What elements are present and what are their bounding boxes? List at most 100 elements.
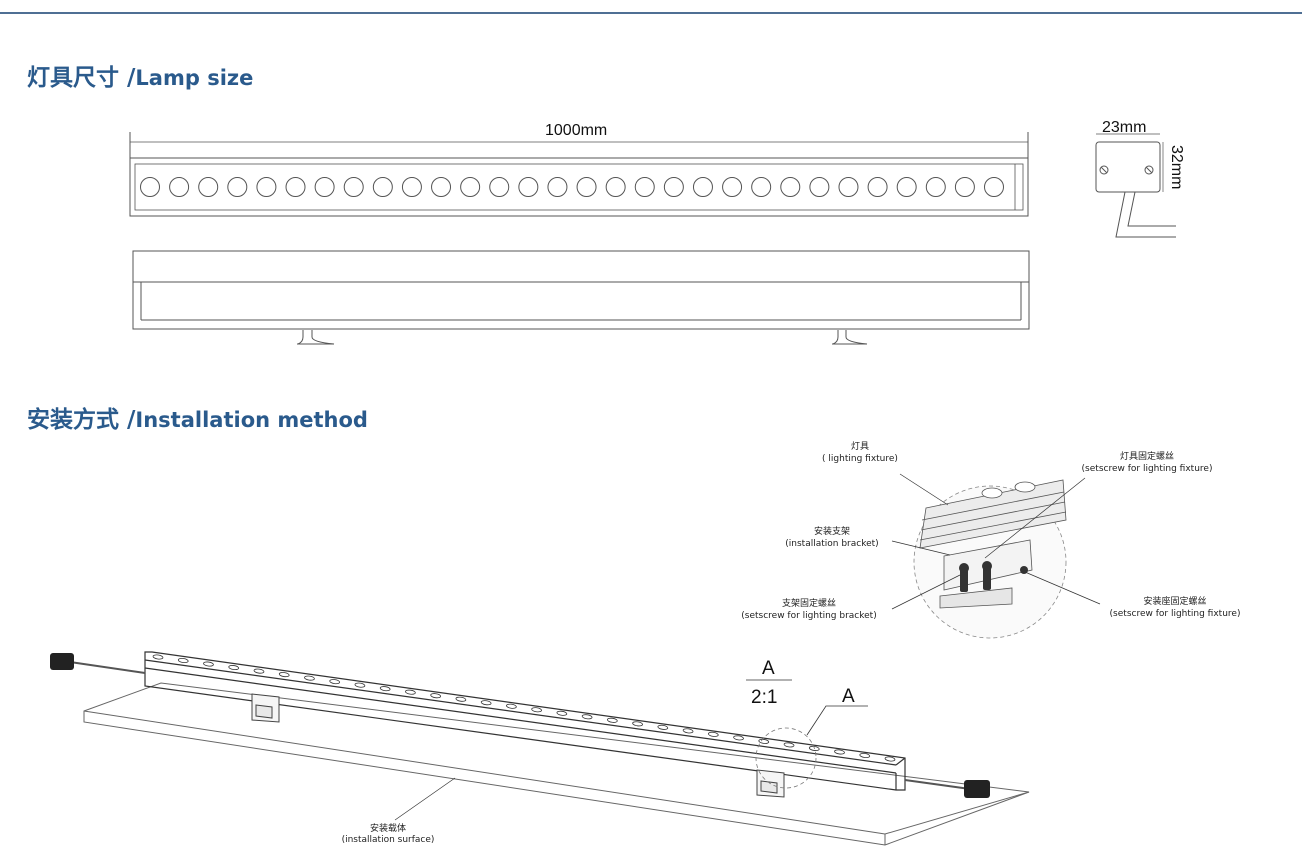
led-lens [227, 177, 248, 197]
input-cable [69, 661, 146, 674]
input-connector [50, 653, 74, 670]
led-lens [489, 177, 510, 197]
iso-led [859, 752, 871, 758]
led-lens [838, 177, 859, 197]
lamp-size-title: 灯具尺寸 /Lamp size [27, 58, 253, 92]
detail-letter: A [762, 658, 775, 679]
led-lens [576, 177, 597, 197]
lamp-front-view [129, 132, 1029, 217]
led-lens [256, 177, 277, 197]
led-lens [925, 177, 946, 197]
label-base-screw-en: (setscrew for lighting fixture) [1110, 609, 1241, 619]
installation-title: 安装方式 /Installation method [27, 400, 368, 434]
led-lens [431, 177, 452, 197]
iso-led [556, 710, 568, 716]
iso-led [203, 661, 214, 667]
iso-bracket-left [251, 693, 280, 723]
lamp-side-view [132, 250, 1030, 330]
iso-led [379, 686, 391, 692]
label-base-screw: 安装座固定螺丝 (setscrew for lighting fixture) [1110, 595, 1241, 619]
iso-led [278, 672, 290, 678]
led-lens [169, 177, 190, 197]
iso-led [682, 728, 694, 734]
iso-led [430, 693, 442, 699]
iso-led-row [152, 654, 896, 762]
detail-a-leader [806, 705, 868, 736]
led-lens [751, 177, 772, 197]
label-fixture-screw-en: (setscrew for lighting fixture) [1082, 464, 1213, 474]
label-surface-en: (installation surface) [342, 835, 435, 845]
installation-title-en: Installation method [135, 408, 368, 432]
label-fixture-screw-zh: 灯具固定螺丝 [1120, 450, 1174, 462]
label-bracket-screw-en: (setscrew for lighting bracket) [741, 611, 876, 621]
label-surface-zh: 安装载体 [370, 822, 406, 834]
iso-led [253, 668, 265, 674]
led-lens [896, 177, 917, 197]
iso-led [480, 700, 492, 706]
iso-led [455, 696, 467, 702]
detail-view [913, 479, 1067, 639]
iso-led [733, 735, 744, 741]
led-row [140, 177, 1004, 197]
iso-led [228, 665, 240, 671]
installation-title-zh: 安装方式 / [27, 407, 136, 433]
led-lens [372, 177, 393, 197]
lamp-size-title-en: Lamp size [135, 66, 254, 90]
led-lens [314, 177, 335, 197]
led-lens [140, 177, 160, 197]
lamp-size-title-zh: 灯具尺寸 / [27, 65, 136, 91]
label-fixture-screw: 灯具固定螺丝 (setscrew for lighting fixture) [1082, 450, 1213, 474]
iso-led [657, 724, 669, 730]
iso-led [834, 749, 845, 755]
callout-leaders [394, 473, 1101, 821]
led-lens [518, 177, 539, 197]
installed-lamp [144, 651, 906, 791]
detail-scale: 2:1 [751, 687, 777, 708]
iso-led [354, 682, 366, 688]
label-fixture-en: ( lighting fixture) [822, 454, 898, 464]
led-lens [547, 177, 568, 197]
iso-led [606, 717, 618, 723]
led-lens [663, 177, 684, 197]
label-bracket-screw-zh: 支架固定螺丝 [782, 597, 836, 609]
output-cable [904, 779, 971, 790]
detail-callout-letter: A [842, 686, 855, 707]
label-bracket-screw: 支架固定螺丝 (setscrew for lighting bracket) [741, 597, 876, 621]
iso-led [177, 658, 189, 664]
led-lens [867, 177, 888, 197]
led-lens [984, 177, 1004, 197]
label-fixture-zh: 灯具 [851, 441, 869, 452]
label-fixture: 灯具 ( lighting fixture) [822, 441, 898, 464]
iso-led [506, 703, 517, 709]
lamp-end-view [1095, 133, 1176, 238]
label-bracket-zh: 安装支架 [814, 525, 850, 537]
led-lens [605, 177, 626, 197]
led-lens [780, 177, 801, 197]
iso-led [152, 654, 164, 660]
installation-surface [83, 682, 1030, 846]
side-bracket-left [297, 330, 335, 345]
iso-led [304, 675, 315, 681]
led-lens [692, 177, 713, 197]
led-lens [954, 177, 975, 197]
led-lens [401, 177, 422, 197]
iso-led [405, 689, 416, 695]
iso-led [531, 707, 542, 713]
width-dimension: 23mm [1102, 119, 1146, 136]
led-lens [343, 177, 364, 197]
iso-led [632, 721, 643, 727]
iso-led [783, 742, 795, 748]
height-dimension: 32mm [1168, 145, 1185, 189]
header-rule [0, 0, 1302, 14]
iso-led [581, 714, 593, 720]
label-bracket-en: (installation bracket) [785, 539, 878, 549]
detail-a-marker [755, 727, 817, 789]
output-connector [964, 780, 990, 798]
led-lens [634, 177, 655, 197]
iso-led [329, 679, 341, 685]
iso-led [884, 756, 896, 762]
label-bracket: 安装支架 (installation bracket) [785, 525, 878, 549]
led-lens [285, 177, 306, 197]
iso-led [707, 731, 719, 737]
